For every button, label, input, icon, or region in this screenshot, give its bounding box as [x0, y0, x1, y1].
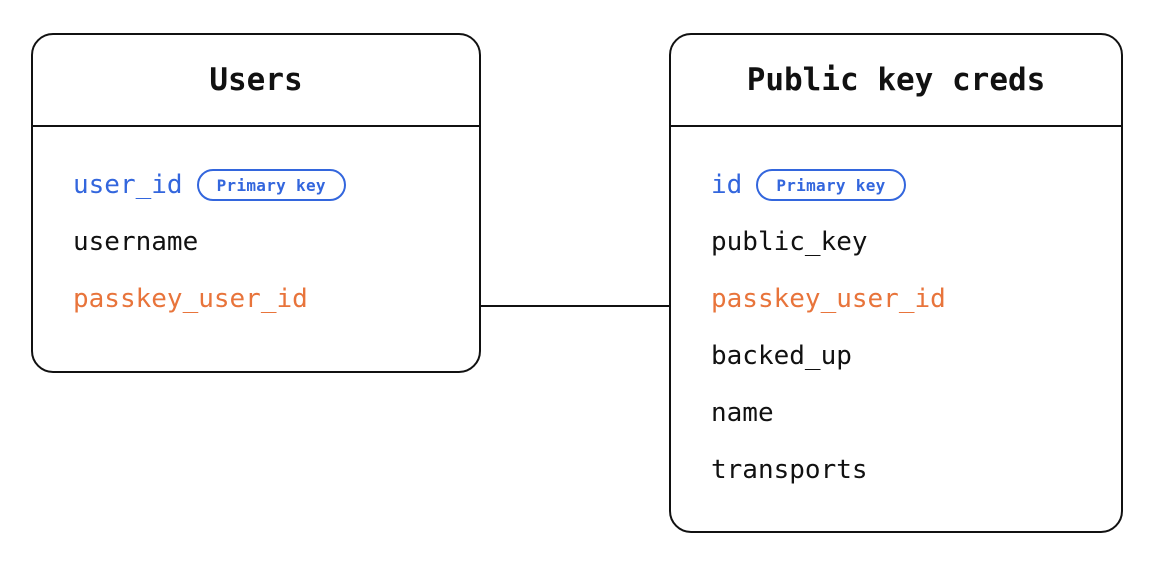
field-row-transports[interactable]: transports [711, 456, 1121, 484]
field-row-public-key[interactable]: public_key [711, 228, 1121, 256]
entity-header-users: Users [33, 35, 479, 127]
entity-title-public-key-creds: Public key creds [746, 62, 1046, 98]
field-row-passkey-user-id[interactable]: passkey_user_id [73, 285, 479, 313]
field-name-backed-up: backed_up [711, 341, 852, 371]
primary-key-badge-id: Primary key [756, 169, 906, 201]
entity-title-users: Users [209, 62, 303, 98]
primary-key-badge-user-id: Primary key [196, 169, 346, 201]
entity-box-users[interactable]: Users user_id Primary key username passk… [31, 33, 481, 373]
field-name-name: name [711, 398, 774, 428]
field-row-backed-up[interactable]: backed_up [711, 342, 1121, 370]
field-name-id: id [711, 170, 743, 200]
entity-header-public-key-creds: Public key creds [671, 35, 1121, 127]
field-name-passkey-user-id-creds: passkey_user_id [711, 284, 946, 314]
field-row-passkey-user-id-creds[interactable]: passkey_user_id [711, 285, 1121, 313]
field-row-username[interactable]: username [73, 228, 479, 256]
entity-field-list-public-key-creds: id Primary key public_key passkey_user_i… [671, 127, 1121, 531]
relationship-connector-passkey-user-id [481, 305, 671, 307]
field-row-name[interactable]: name [711, 399, 1121, 427]
field-name-public-key: public_key [711, 227, 868, 257]
field-row-id[interactable]: id Primary key [711, 169, 1121, 201]
field-name-transports: transports [711, 455, 868, 485]
entity-field-list-users: user_id Primary key username passkey_use… [33, 127, 479, 371]
field-row-user-id[interactable]: user_id Primary key [73, 169, 479, 201]
field-name-user-id: user_id [73, 170, 183, 200]
field-name-passkey-user-id: passkey_user_id [73, 284, 308, 314]
field-name-username: username [73, 227, 199, 257]
entity-box-public-key-creds[interactable]: Public key creds id Primary key public_k… [669, 33, 1123, 533]
